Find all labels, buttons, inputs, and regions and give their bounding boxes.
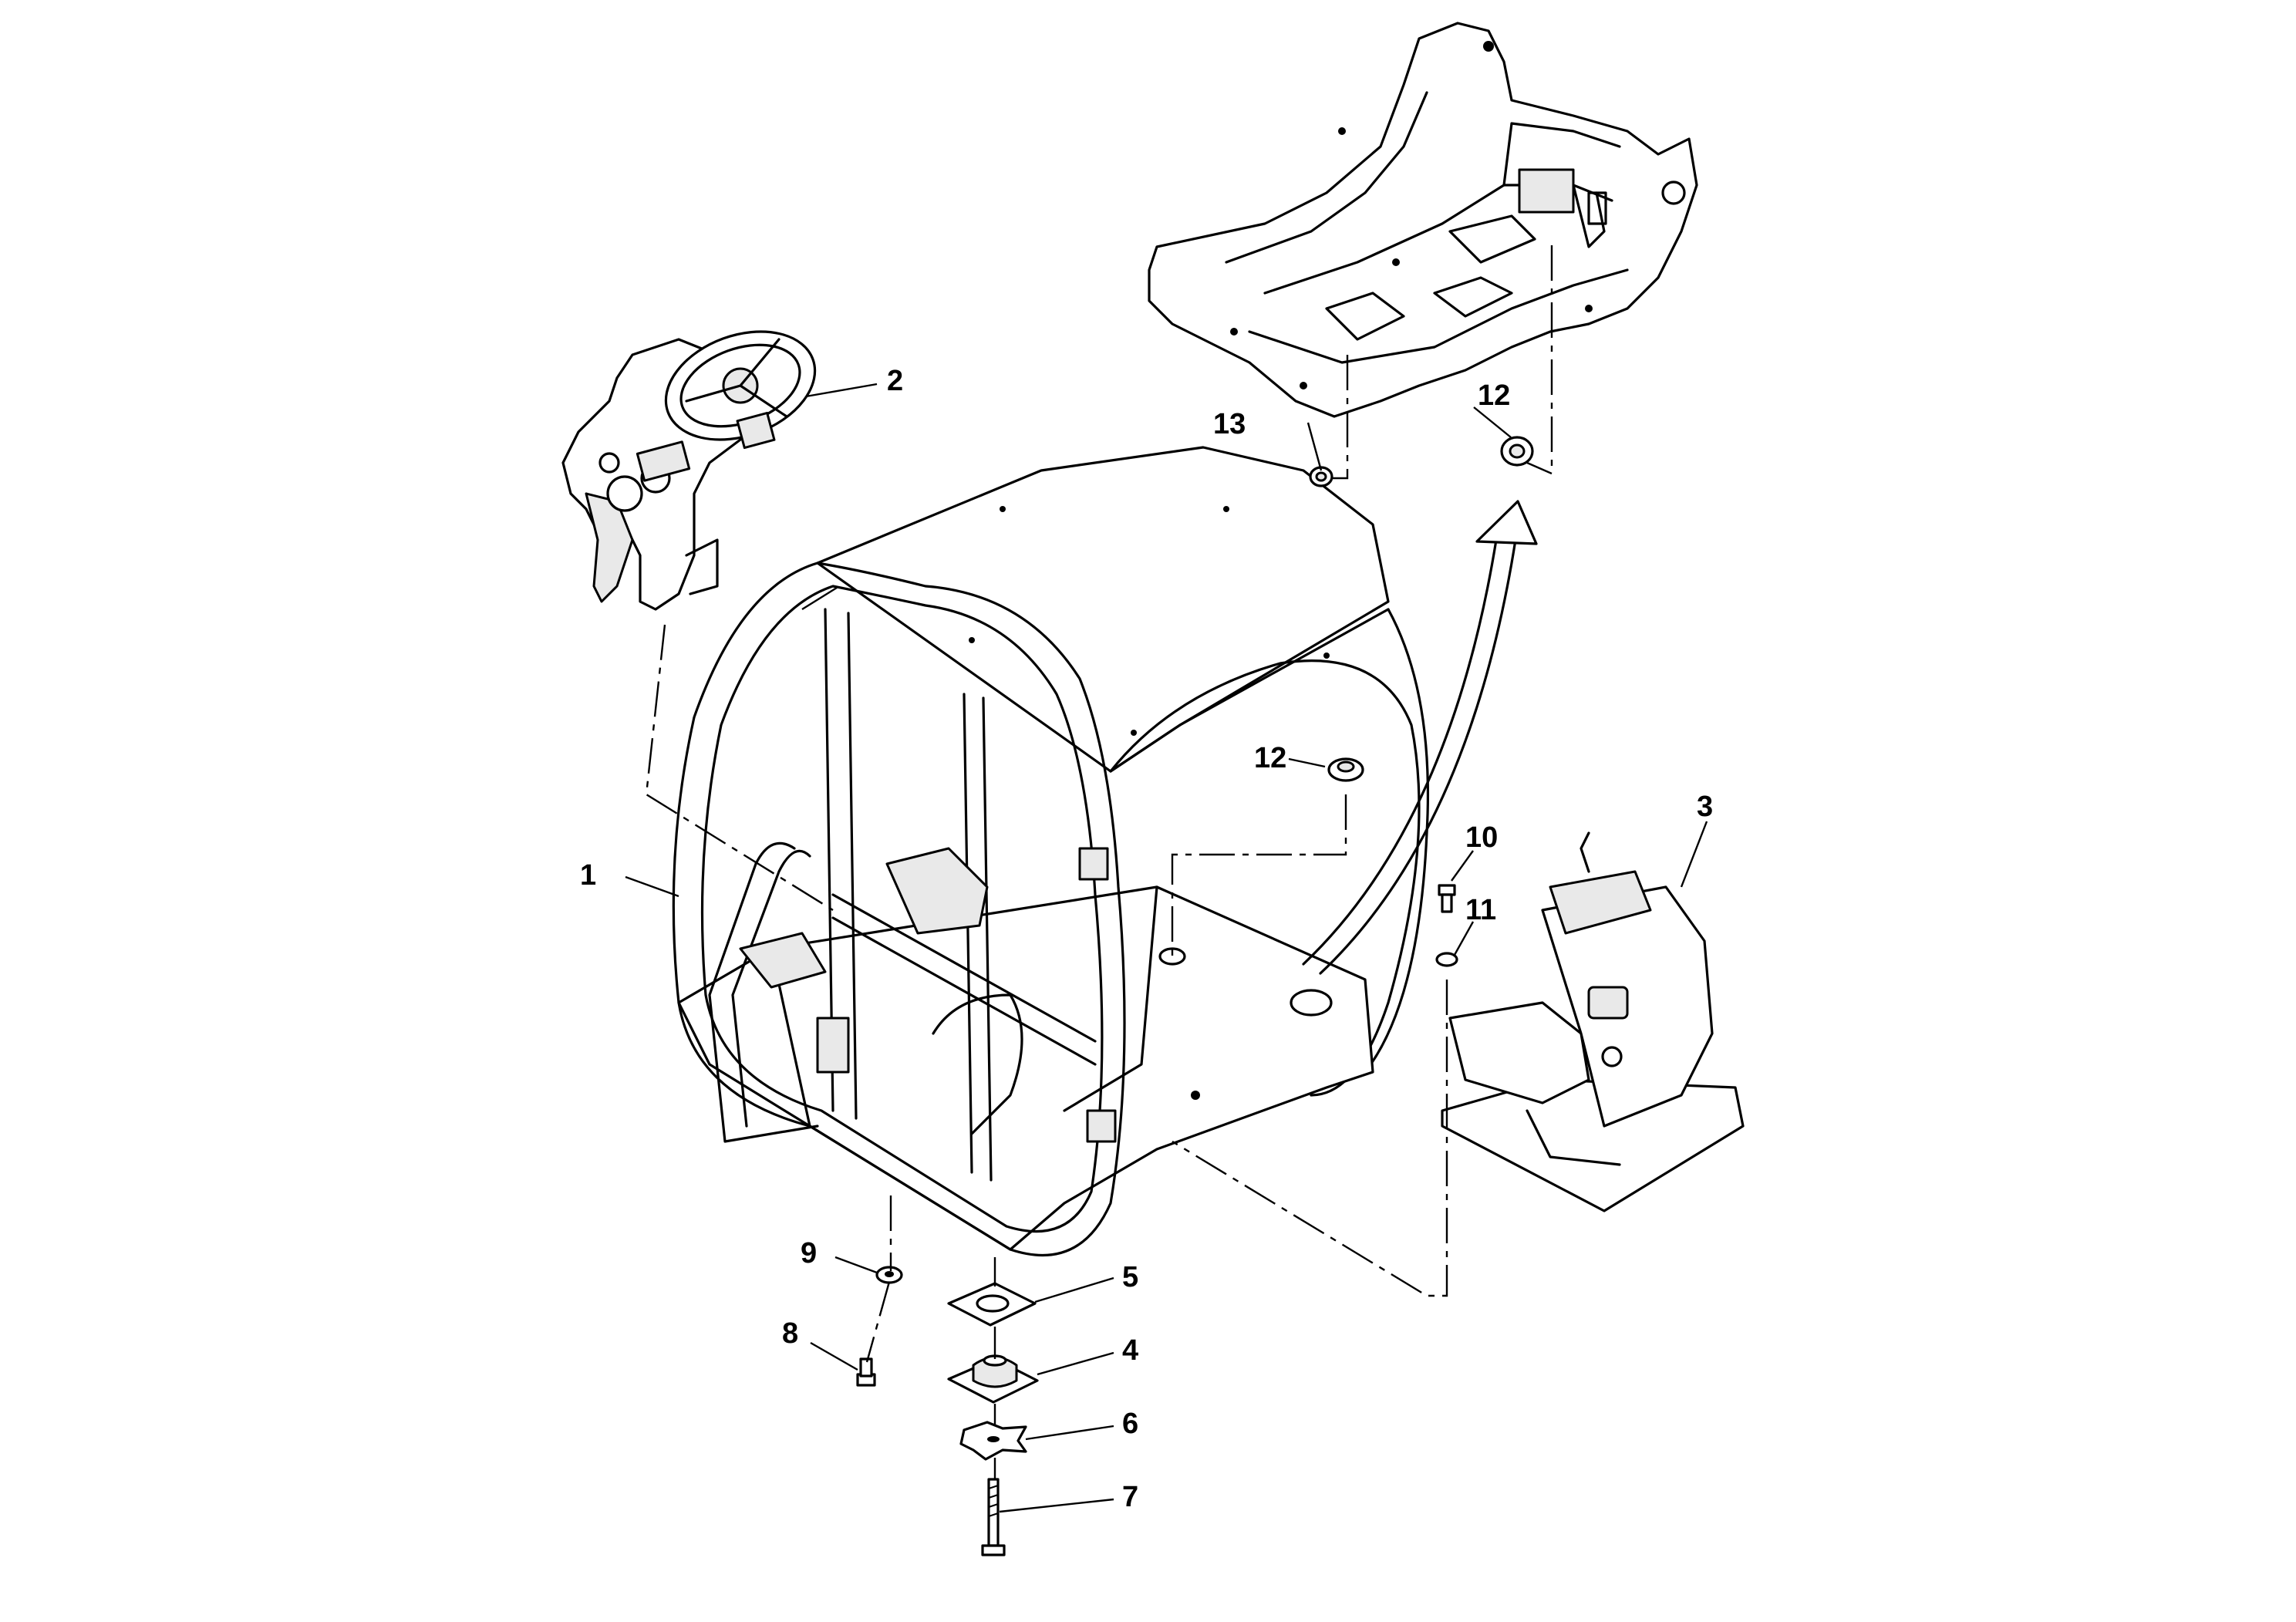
callout-6: 6 <box>1122 1408 1138 1440</box>
floor-mat <box>1148 22 1698 418</box>
callout-13: 13 <box>1213 408 1246 440</box>
grommet-cab <box>1327 757 1364 782</box>
callout-5: 5 <box>1122 1261 1138 1293</box>
grommet-floor <box>1500 436 1534 467</box>
rubber-mount <box>947 1354 1039 1404</box>
screw-10 <box>1438 884 1456 913</box>
callout-11: 11 <box>1465 894 1496 926</box>
callout-8: 8 <box>782 1317 798 1350</box>
mount-plate <box>947 1282 1037 1327</box>
callout-1: 1 <box>580 859 596 892</box>
cab-frame <box>672 446 1429 1256</box>
washer-plate <box>959 1421 1027 1461</box>
callout-10: 10 <box>1465 821 1498 854</box>
washer-11 <box>1435 952 1458 967</box>
callout-2: 2 <box>887 365 903 397</box>
assembly-arrow <box>1302 500 1538 975</box>
washer-9 <box>875 1266 903 1284</box>
leader-lines <box>625 383 1708 1513</box>
steering-console <box>561 330 817 611</box>
callout-9: 9 <box>801 1237 817 1270</box>
operator-seat <box>1441 831 1745 1212</box>
bolt-long <box>981 1478 1006 1556</box>
grommet-small <box>1309 466 1333 487</box>
callout-7: 7 <box>1122 1481 1138 1513</box>
callout-4: 4 <box>1122 1334 1138 1367</box>
callout-12-cab: 12 <box>1254 742 1286 774</box>
callout-3: 3 <box>1697 791 1713 823</box>
assembly-lines <box>645 245 1553 1479</box>
screw-8 <box>856 1357 876 1387</box>
callout-12-floor: 12 <box>1478 379 1510 412</box>
